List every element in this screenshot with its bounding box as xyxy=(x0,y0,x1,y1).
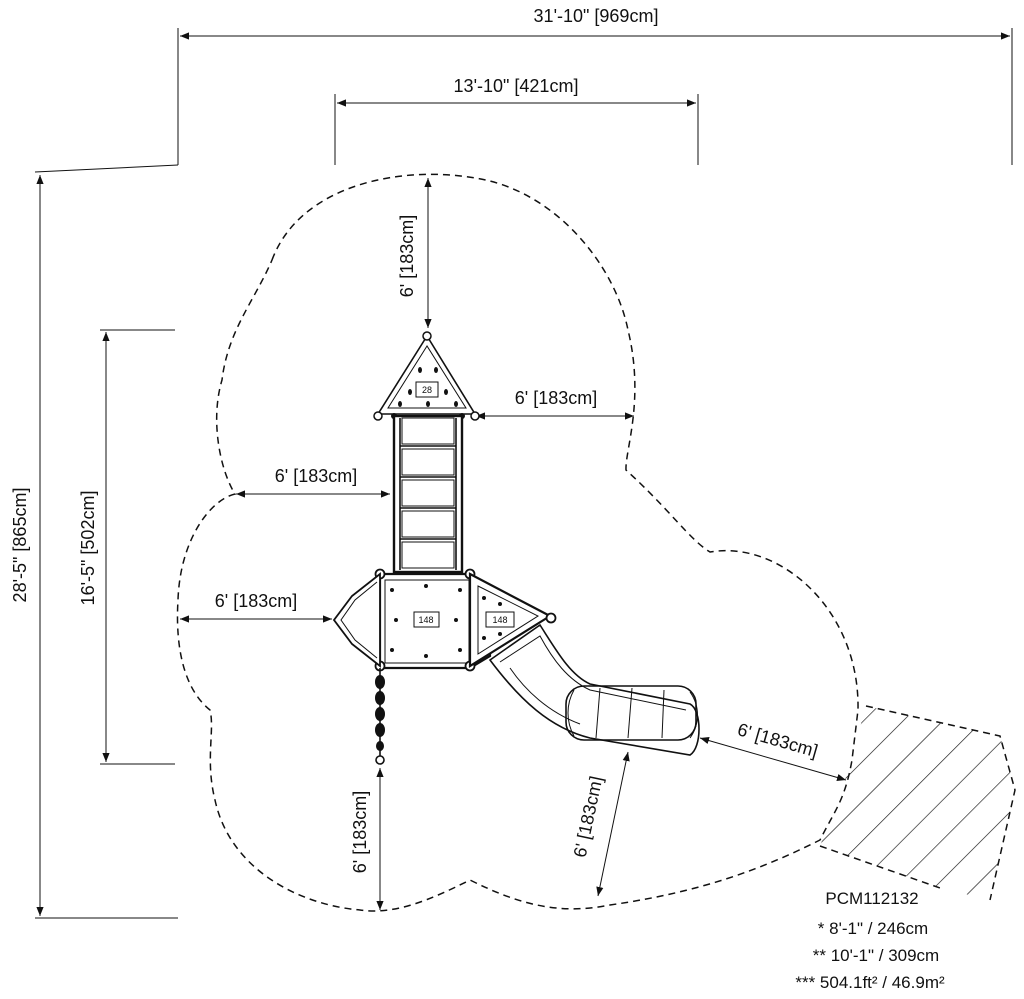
deck-left-wedge xyxy=(332,572,381,668)
deck-right-triangle xyxy=(468,572,557,668)
tube-slide xyxy=(488,623,700,756)
note-line-2: ** 10'-1" / 309cm xyxy=(813,946,939,965)
inner-height-label: 16'-5" [502cm] xyxy=(78,491,98,606)
clearance-bottom-label: 6' [183cm] xyxy=(350,791,370,873)
inner-width-label: 13'-10" [421cm] xyxy=(454,76,579,96)
deck-right-number: 148 xyxy=(492,615,507,625)
note-line-1: * 8'-1" / 246cm xyxy=(818,919,928,938)
slide-exit-hatch xyxy=(820,706,1015,900)
note-line-3: *** 504.1ft² / 46.9m² xyxy=(795,973,945,992)
clearance-left-lower-label: 6' [183cm] xyxy=(215,591,297,611)
deck-left-number: 148 xyxy=(418,615,433,625)
model-number: PCM112132 xyxy=(825,889,918,908)
chain-climber xyxy=(375,668,385,765)
bridge-walkway xyxy=(392,414,464,574)
clearance-slide-end-label: 6' [183cm] xyxy=(735,719,820,761)
triangle-roof-panel xyxy=(373,331,480,421)
overall-width-label: 31'-10" [969cm] xyxy=(534,6,659,26)
overall-height-label: 28'-5" [865cm] xyxy=(10,488,30,603)
top-panel-number: 28 xyxy=(422,385,432,395)
clearance-right-upper-label: 6' [183cm] xyxy=(515,388,597,408)
clearance-slide-side-label: 6' [183cm] xyxy=(570,774,607,859)
clearance-top-label: 6' [183cm] xyxy=(397,215,417,297)
clearance-left-upper-label: 6' [183cm] xyxy=(275,466,357,486)
safety-zone-outline xyxy=(176,173,859,912)
